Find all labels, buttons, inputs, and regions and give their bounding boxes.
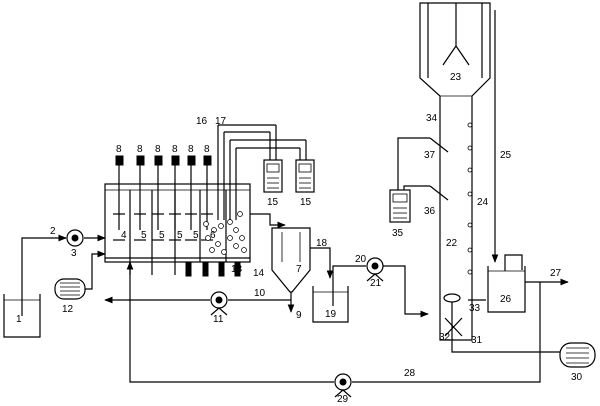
label-8f: 8 bbox=[204, 144, 210, 155]
sampling-ports bbox=[467, 122, 473, 275]
label-30: 30 bbox=[571, 372, 583, 383]
label-32: 32 bbox=[439, 332, 451, 343]
label-33: 33 bbox=[469, 303, 481, 314]
label-23: 23 bbox=[450, 72, 462, 83]
sensor-probes bbox=[217, 124, 307, 220]
label-8d: 8 bbox=[172, 144, 178, 155]
label-4: 4 bbox=[121, 230, 127, 241]
feed-pump bbox=[66, 229, 84, 247]
recycle-line bbox=[126, 261, 541, 398]
label-5c: 5 bbox=[177, 230, 183, 241]
label-1: 1 bbox=[16, 314, 22, 325]
label-29: 29 bbox=[337, 394, 349, 405]
impellers bbox=[113, 213, 213, 241]
label-8e: 8 bbox=[188, 144, 194, 155]
label-28: 28 bbox=[404, 368, 416, 379]
label-11: 11 bbox=[213, 314, 224, 325]
label-36: 36 bbox=[424, 206, 436, 217]
labels: 1 2 3 4 5 5 5 5 6 7 8 8 8 8 8 8 9 10 11 … bbox=[16, 72, 583, 405]
label-5b: 5 bbox=[159, 230, 165, 241]
label-9: 9 bbox=[296, 310, 302, 321]
aeration-diffusers bbox=[129, 261, 241, 277]
label-8c: 8 bbox=[155, 144, 161, 155]
carrier-media bbox=[203, 211, 247, 255]
blower-left bbox=[54, 250, 106, 300]
label-5a: 5 bbox=[141, 230, 147, 241]
label-21: 21 bbox=[370, 278, 382, 289]
label-15b: 15 bbox=[300, 197, 312, 208]
label-17: 17 bbox=[215, 116, 227, 127]
reactor-column bbox=[419, 2, 491, 341]
bottom-distributor bbox=[443, 293, 463, 340]
effluent-tank bbox=[487, 254, 526, 313]
label-26: 26 bbox=[500, 294, 512, 305]
label-13: 13 bbox=[231, 264, 243, 275]
reactor-outlet bbox=[250, 213, 286, 229]
label-31: 31 bbox=[471, 335, 483, 346]
intermediate-tank bbox=[312, 286, 349, 323]
settling-tank bbox=[271, 227, 311, 313]
transfer-line bbox=[332, 257, 429, 318]
label-2: 2 bbox=[50, 226, 56, 237]
label-27: 27 bbox=[550, 268, 562, 279]
label-35: 35 bbox=[392, 228, 404, 239]
sludge-return-line bbox=[104, 291, 291, 316]
label-18: 18 bbox=[316, 238, 328, 249]
label-34: 34 bbox=[426, 113, 438, 124]
label-12: 12 bbox=[62, 304, 74, 315]
label-8b: 8 bbox=[137, 144, 143, 155]
label-22: 22 bbox=[446, 238, 458, 249]
label-24: 24 bbox=[477, 197, 489, 208]
label-10: 10 bbox=[254, 288, 266, 299]
meter-units bbox=[263, 159, 315, 193]
column-overflow bbox=[468, 10, 499, 301]
label-7: 7 bbox=[296, 264, 302, 275]
label-8a: 8 bbox=[116, 144, 122, 155]
label-6: 6 bbox=[210, 230, 216, 241]
settled-effluent bbox=[310, 247, 334, 279]
label-5d: 5 bbox=[193, 230, 199, 241]
feed-pipe bbox=[21, 234, 106, 316]
column-probes bbox=[389, 137, 449, 223]
stirrer-motors bbox=[115, 155, 212, 230]
label-25: 25 bbox=[500, 150, 512, 161]
label-16: 16 bbox=[196, 116, 208, 127]
label-15a: 15 bbox=[267, 197, 279, 208]
label-37: 37 bbox=[424, 150, 436, 161]
label-14: 14 bbox=[253, 268, 265, 279]
label-3: 3 bbox=[71, 248, 77, 259]
label-19: 19 bbox=[325, 309, 337, 320]
blower-right bbox=[451, 340, 596, 368]
label-20: 20 bbox=[355, 254, 367, 265]
